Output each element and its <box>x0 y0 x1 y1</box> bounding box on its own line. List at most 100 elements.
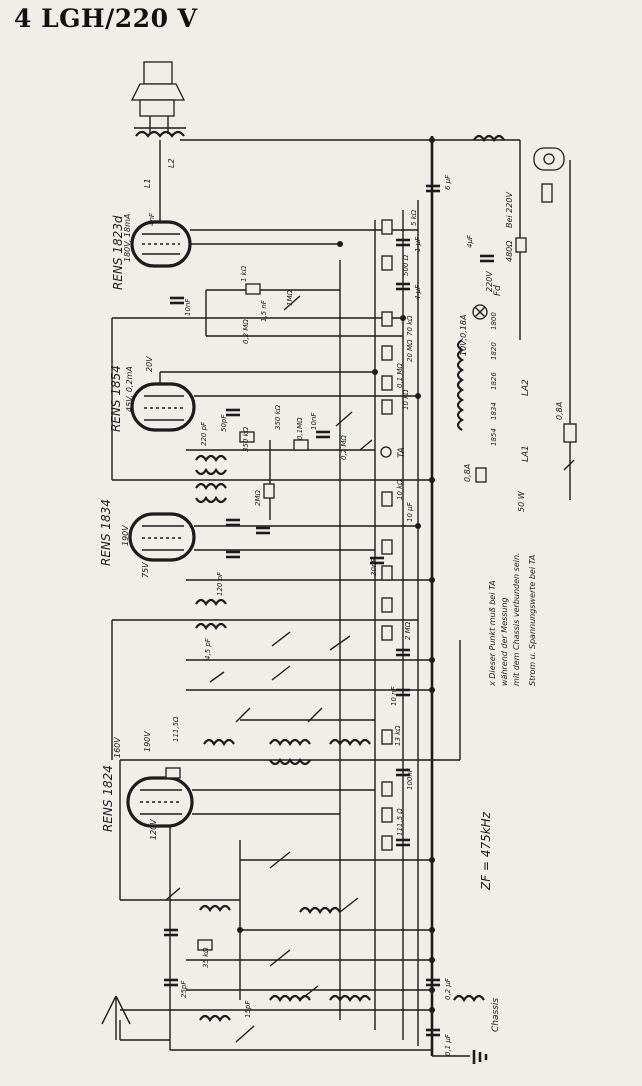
if-transformer-1 <box>195 598 227 631</box>
component-value-labels: 4nF 10nF 1 kΩ 1MΩ 0,2 MΩ 1,5 nF 5 kΩ 1 μ… <box>148 174 498 1056</box>
if-frequency-label: ZF = 475kHz <box>479 811 493 891</box>
component-label: 0,2 MΩ <box>340 435 348 460</box>
bei-220v-label: Bei 220V <box>505 192 514 228</box>
component-label: 10 nF <box>390 685 398 706</box>
la1-label: LA1 <box>521 445 531 462</box>
component-label: 220 pF <box>200 421 208 446</box>
junction-dots <box>237 137 435 1013</box>
choke-coil <box>456 339 465 431</box>
tube-rens1854 <box>130 382 196 432</box>
ta-terminal <box>380 446 392 458</box>
component-label: 15pF <box>244 1000 252 1018</box>
ta-label: TA <box>397 447 407 458</box>
note-line-3: mit dem Chassis verbunden sein. <box>512 552 521 686</box>
note-line-1: x Dieser Punkt muß bei TA <box>488 580 497 687</box>
component-label: 1854 <box>490 428 498 446</box>
component-label: 1800 <box>490 312 498 330</box>
component-label: 13 kΩ <box>394 725 402 746</box>
v-190-label: 190V <box>143 731 152 752</box>
component-label: 1 kΩ <box>240 265 248 282</box>
tube-voltage-rens1854: 45V, 0,2mA <box>125 366 134 412</box>
component-label: 20 MΩ <box>406 339 414 362</box>
component-label: 25pF <box>180 980 188 998</box>
v-20-label: 20V <box>145 356 154 372</box>
component-label: 10 μF <box>406 501 414 522</box>
coil-af-1 <box>195 454 227 476</box>
power-label: 50 W <box>517 490 526 512</box>
lamp-label: 10V;0,18A <box>459 315 468 356</box>
component-label: 111,5 Ω <box>396 808 404 836</box>
capacitor-array <box>164 184 494 1037</box>
fuse-icon <box>563 423 577 443</box>
tube-voltage-rens1823d: 180V, 18mA <box>123 214 132 262</box>
l1-label: L1 <box>143 178 152 188</box>
component-label: 2MΩ <box>254 490 262 506</box>
component-label: 2 MΩ <box>404 621 412 640</box>
component-label: 1826 <box>490 372 498 390</box>
page-title: 4 LGH/220 V <box>14 4 198 33</box>
component-label: 120 pF <box>216 571 224 596</box>
la2-label: LA2 <box>521 379 531 396</box>
component-label: 0,2 μF <box>444 977 452 1000</box>
component-label: 1MΩ <box>286 290 294 306</box>
component-label: 6 μF <box>444 174 452 190</box>
component-label: 500 Ω <box>402 254 410 276</box>
output-transformer <box>134 127 186 138</box>
speaker-icon <box>130 61 186 134</box>
mains-plug-icon <box>533 147 565 171</box>
component-label: 10 kΩ <box>402 389 410 410</box>
component-label: 10 kΩ <box>396 479 404 500</box>
v-75-label: 75V <box>141 562 150 578</box>
rf-coils <box>199 904 485 1023</box>
oscillator-coils <box>203 738 371 766</box>
component-label: 0,1 μF <box>444 1033 452 1056</box>
ground-icon <box>472 1050 488 1064</box>
component-label: 0,1MΩ <box>296 417 304 440</box>
tube-label-rens1823d: RENS 1823d <box>111 215 125 290</box>
tube-rens1834 <box>128 512 196 562</box>
tube-voltage-rens1824: 160V <box>113 737 122 758</box>
component-label: 1,5 nF <box>260 299 268 322</box>
fd-label: Fd <box>493 285 503 296</box>
v-220-label: 220V <box>485 271 494 292</box>
pilot-lamp <box>472 304 488 320</box>
component-label: 350 kΩ <box>242 426 250 452</box>
fuse-label-1: 0,8A <box>463 464 472 482</box>
component-label: 35 kΩ <box>202 947 210 968</box>
component-label: 70 kΩ <box>406 315 414 336</box>
mains-choke <box>473 134 505 143</box>
l2-label: L2 <box>167 158 176 168</box>
resistor-array <box>165 183 553 951</box>
component-label: 1834 <box>490 402 498 420</box>
component-label: 350 kΩ <box>274 404 282 430</box>
antenna-icon <box>101 995 131 1040</box>
tube-label-rens1854: RENS 1854 <box>109 365 123 432</box>
chassis-label: Chassis <box>491 998 501 1032</box>
component-label: 50pF <box>220 414 228 432</box>
component-label: 0,2 MΩ <box>242 319 250 344</box>
component-label: 100nF <box>406 767 414 790</box>
component-label: 4μF <box>466 234 474 248</box>
component-label: 10nF <box>310 412 318 430</box>
component-label: 4 μF <box>414 284 422 300</box>
fuse-label-2: 0,8A <box>555 402 564 420</box>
tube-label-rens1834: RENS 1834 <box>99 499 113 566</box>
component-label: 1 μF <box>414 236 422 252</box>
component-label: 0,1 MΩ <box>396 363 404 388</box>
component-label: 5 kΩ <box>410 209 418 226</box>
note-line-4: Strom u. Spannungswerte bei TA <box>528 555 537 686</box>
coil-af-2 <box>195 482 227 504</box>
component-label: 10nF <box>184 298 192 316</box>
component-label: 111,5Ω <box>172 716 180 742</box>
tube-voltage-rens1834: 190V <box>121 525 130 546</box>
component-label: 30nF <box>370 558 378 576</box>
r-480-label: 480Ω <box>505 240 514 262</box>
tube-label-rens1824: RENS 1824 <box>101 765 115 832</box>
note-line-2: während der Messung <box>500 597 509 686</box>
component-label: 4nF <box>148 212 156 226</box>
v-120-label: 120V <box>149 819 158 840</box>
component-label: 1820 <box>490 342 498 360</box>
tube-rens1823d <box>130 220 192 268</box>
